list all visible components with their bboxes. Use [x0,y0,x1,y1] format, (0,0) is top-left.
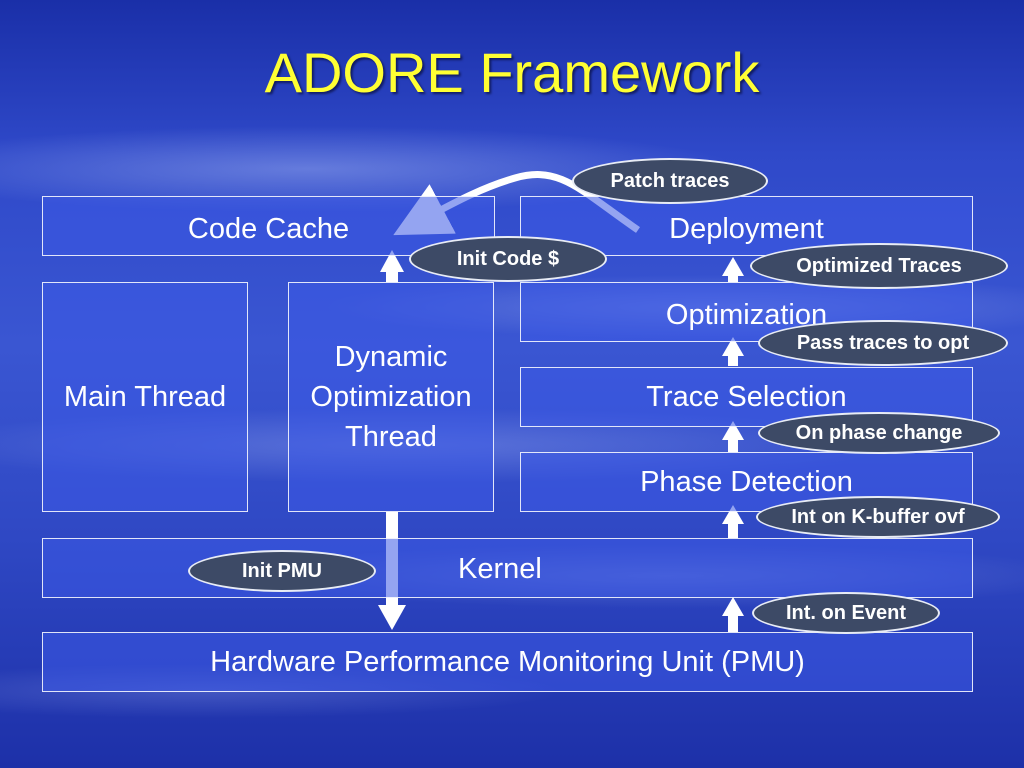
page-title: ADORE Framework [264,41,760,104]
on-phase-change-text: On phase change [795,421,963,444]
phase-change-arrow [722,421,744,452]
code-cache-box: Code Cache [42,196,495,256]
optimized-traces-label: Optimized Traces [750,243,1008,289]
init-code-arrow [380,250,404,282]
int-event-text: Int. on Event [786,601,906,624]
code-cache-label: Code Cache [187,213,350,245]
kernel-label: Kernel [458,553,542,585]
dyn-opt-line-1: Dynamic [334,341,448,373]
phase-detection-label: Phase Detection [640,466,853,498]
dyn-opt-line-3: Thread [345,421,437,453]
patch-traces-label: Patch traces [572,158,768,204]
patch-traces-text: Patch traces [610,169,730,192]
init-pmu-label: Init PMU [188,550,376,592]
trace-selection-label: Trace Selection [646,381,847,413]
pass-traces-text: Pass traces to opt [796,331,970,354]
main-thread-label: Main Thread [63,381,227,413]
kernel-box: Kernel [42,538,973,598]
dyn-opt-thread-box: Dynamic Optimization Thread [288,282,494,512]
pmu-box: Hardware Performance Monitoring Unit (PM… [42,632,973,692]
optimized-traces-arrow [722,257,744,282]
init-code-text: Init Code $ [456,247,560,270]
int-event-label: Int. on Event [752,592,940,634]
pass-traces-label: Pass traces to opt [758,320,1008,366]
deployment-label: Deployment [669,213,824,245]
int-kbuffer-label: Int on K-buffer ovf [756,496,1000,538]
init-pmu-text: Init PMU [242,559,322,582]
int-kbuffer-text: Int on K-buffer ovf [791,505,965,528]
dyn-opt-line-2: Optimization [310,381,472,413]
on-phase-change-label: On phase change [758,412,1000,454]
int-event-arrow [722,597,744,632]
main-thread-box: Main Thread [42,282,248,512]
kbuffer-arrow [722,505,744,538]
init-code-label: Init Code $ [409,236,607,282]
pmu-label: Hardware Performance Monitoring Unit (PM… [210,646,805,678]
optimized-traces-text: Optimized Traces [796,254,962,277]
pass-traces-arrow [722,337,744,366]
